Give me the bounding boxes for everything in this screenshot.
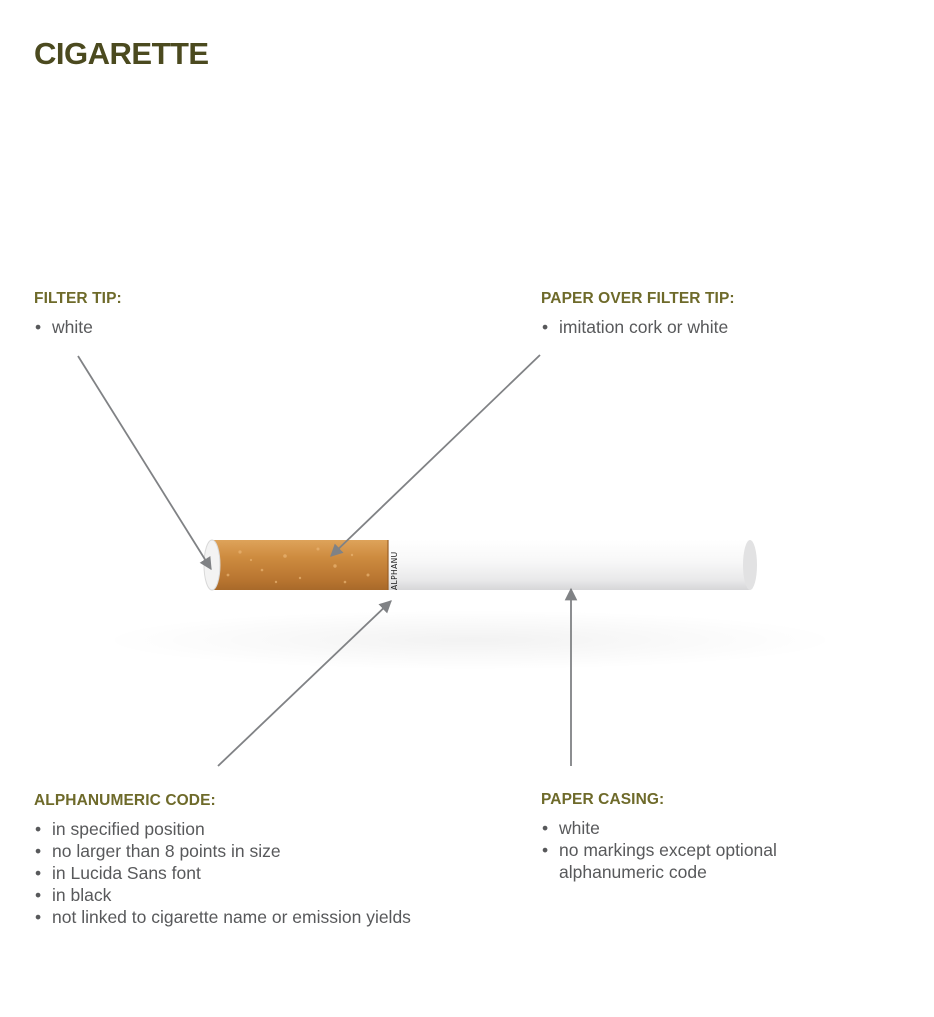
callout-filter-tip: FILTER TIP: white: [34, 290, 122, 338]
arrow-alphanumeric-code: [217, 600, 392, 767]
list-item: no markings except optional alphanumeric…: [541, 839, 841, 883]
list-item: in Lucida Sans font: [34, 862, 411, 884]
alphanumeric-code-mark: ALPHANU: [390, 551, 399, 590]
paper-casing-end: [743, 540, 757, 590]
paper-casing-body: [388, 540, 750, 590]
callout-alphanumeric-code: ALPHANUMERIC CODE: in specified position…: [34, 792, 411, 928]
list-item: no larger than 8 points in size: [34, 840, 411, 862]
list-item: in specified position: [34, 818, 411, 840]
callout-list: white no markings except optional alphan…: [541, 817, 841, 883]
arrow-filter-tip: [77, 355, 212, 571]
callout-list: white: [34, 316, 122, 338]
filter-tip-end: [203, 539, 221, 591]
callout-heading: PAPER OVER FILTER TIP:: [541, 290, 735, 307]
callout-list: imitation cork or white: [541, 316, 735, 338]
callout-heading: FILTER TIP:: [34, 290, 122, 307]
cigarette: ALPHANU: [203, 539, 757, 591]
list-item: imitation cork or white: [541, 316, 735, 338]
callout-heading: PAPER CASING:: [541, 791, 665, 808]
list-item: white: [34, 316, 122, 338]
callout-paper-over-filter-tip: PAPER OVER FILTER TIP: imitation cork or…: [541, 290, 735, 338]
cork-speckles: [226, 547, 370, 584]
page-title: CIGARETTE: [34, 36, 209, 71]
list-item: not linked to cigarette name or emission…: [34, 906, 411, 928]
callout-heading: ALPHANUMERIC CODE:: [34, 792, 216, 809]
cork-paper: [212, 540, 388, 590]
list-item: in black: [34, 884, 411, 906]
callout-paper-casing: PAPER CASING: white no markings except o…: [541, 791, 841, 883]
cigarette-shadow: [100, 610, 840, 670]
arrow-paper-over-filter: [330, 354, 541, 557]
list-item: white: [541, 817, 841, 839]
callout-arrows: [77, 354, 578, 767]
callout-list: in specified position no larger than 8 p…: [34, 818, 411, 928]
